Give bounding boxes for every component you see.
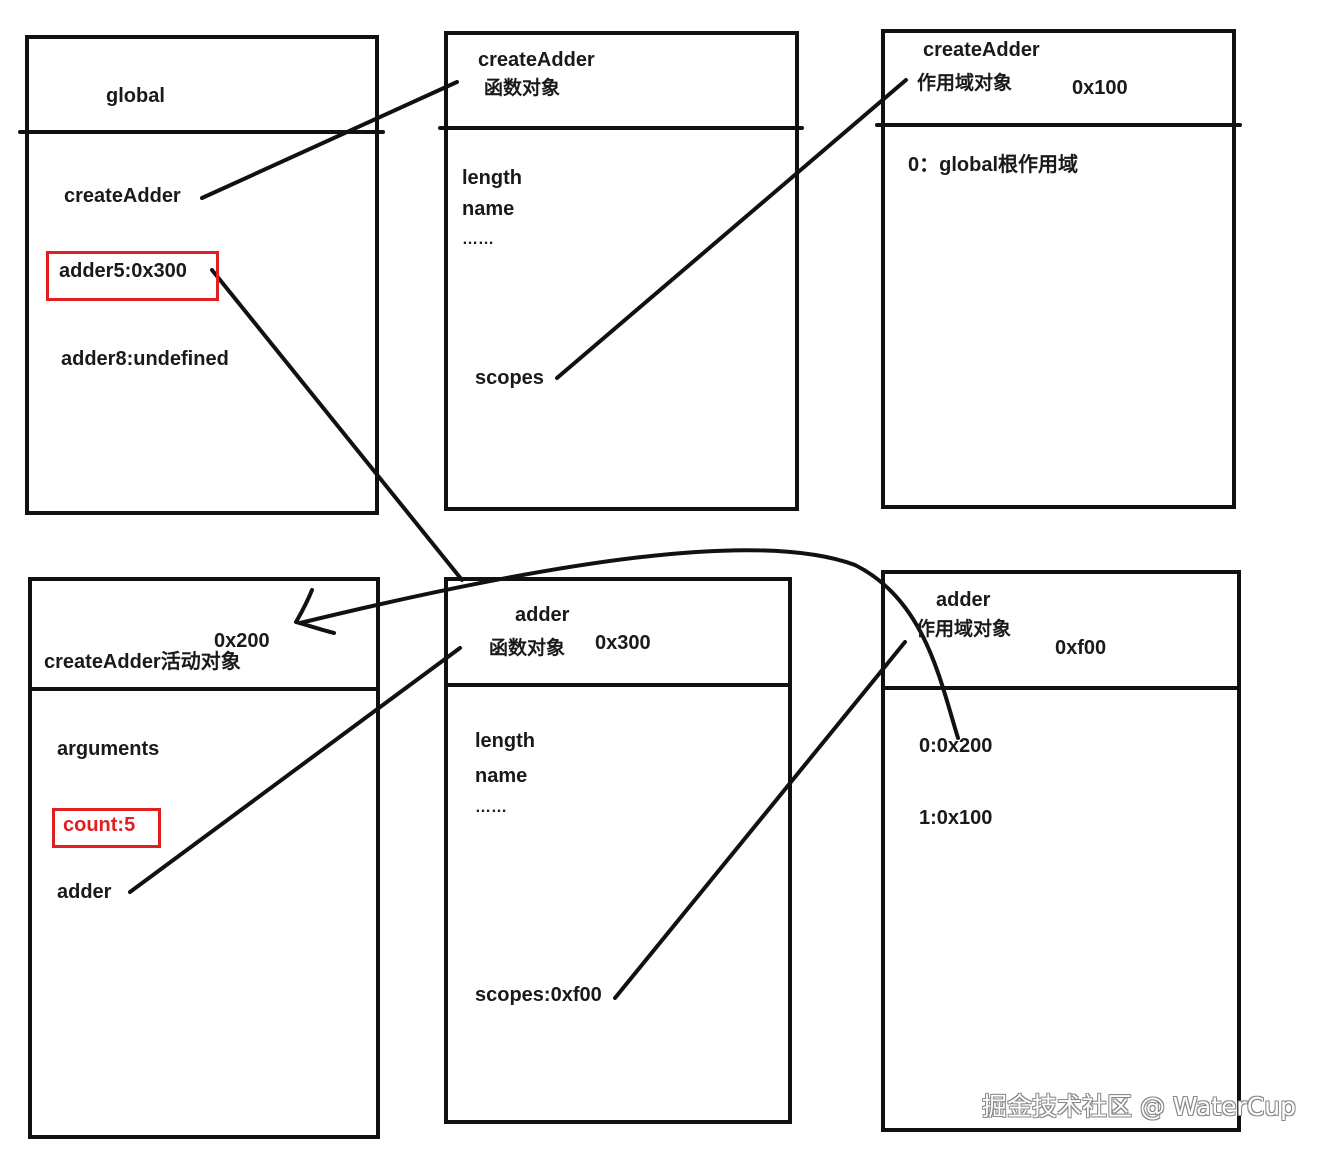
createadder-scope-address: 0x100: [1072, 77, 1128, 99]
activation-title: createAdder活动对象: [44, 651, 241, 673]
adder-scope-address: 0xf00: [1055, 637, 1107, 659]
createadder-fn-title: createAdder: [478, 49, 595, 71]
createadder-function-box: [444, 31, 799, 511]
adder-scope-entry0: 0:0x200: [919, 735, 993, 757]
adder-fn-subtitle: 函数对象: [489, 638, 566, 659]
adder-scope-divider: [881, 686, 1241, 690]
createadder-scope-entry0: 0：global根作用域: [908, 154, 1079, 176]
activation-divider: [28, 687, 380, 691]
activation-arguments: arguments: [57, 738, 160, 760]
adder-scope-entry1: 1:0x100: [919, 807, 993, 829]
createadder-fn-name: name: [462, 198, 515, 220]
arrow-scopes-to-scope: [555, 78, 908, 380]
adder-function-box: [444, 577, 792, 1124]
arrow-adder-to-adderfn: [128, 646, 462, 894]
count-highlight: [52, 808, 161, 848]
createadder-scope-title: createAdder: [923, 39, 1040, 61]
adder-scope-title: adder: [936, 589, 991, 611]
adder-fn-address: 0x300: [595, 632, 651, 654]
activation-object-box: [28, 577, 380, 1139]
adder-fn-ellipsis: ……: [475, 799, 507, 816]
adder-fn-divider: [444, 683, 792, 687]
adder-scope-subtitle: 作用域对象: [916, 619, 1012, 640]
global-createadder-label: createAdder: [64, 185, 181, 207]
arrow-head: [294, 588, 336, 635]
createadder-fn-length: length: [462, 167, 522, 189]
adder5-highlight: [46, 251, 219, 301]
adder-fn-length: length: [475, 730, 535, 752]
arrow-entry0-to-activation: [298, 548, 960, 740]
activation-adder: adder: [57, 881, 112, 903]
watermark: 掘金技术社区 @ WaterCup: [982, 1092, 1296, 1121]
global-object-box: [25, 35, 379, 515]
arrow-scopes-to-adderscope: [613, 640, 907, 1000]
activation-count: count:5: [63, 814, 136, 836]
arrow-createadder-to-fn: [200, 80, 459, 200]
adder-fn-title: adder: [515, 604, 570, 626]
createadder-fn-scopes: scopes: [475, 367, 544, 389]
createadder-scope-box: [881, 29, 1236, 509]
createadder-fn-subtitle: 函数对象: [484, 78, 561, 99]
adder-scope-box: [881, 570, 1241, 1132]
adder-fn-scopes: scopes:0xf00: [475, 984, 602, 1006]
global-title: global: [106, 85, 165, 107]
adder-fn-name: name: [475, 765, 528, 787]
arrow-adder5-to-adderfn: [210, 268, 464, 582]
createadder-scope-subtitle: 作用域对象: [917, 73, 1013, 94]
createadder-fn-ellipsis: ……: [462, 231, 494, 248]
global-adder8-label: adder8:undefined: [61, 348, 229, 370]
global-adder5-label: adder5:0x300: [59, 260, 187, 282]
activation-address: 0x200: [214, 630, 270, 652]
